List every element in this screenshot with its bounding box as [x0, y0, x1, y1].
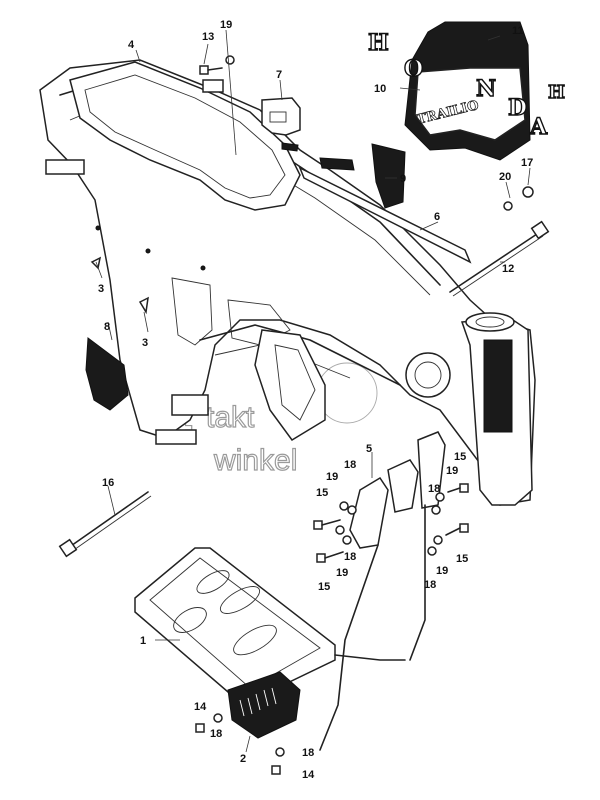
callout-6: 6 [434, 211, 440, 223]
callout-20: 20 [499, 171, 511, 183]
letter-a: A [529, 114, 548, 140]
strip-part-6 [298, 166, 472, 264]
callout-14-b: 14 [302, 769, 315, 781]
floor-plate-part-1 [134, 547, 406, 701]
callout-2: 2 [240, 753, 246, 765]
callout-18-b: 18 [344, 551, 356, 563]
small-plate [319, 157, 355, 171]
callout-18-f: 18 [302, 747, 314, 759]
callout-19-b: 19 [326, 471, 338, 483]
callout-15-a: 15 [316, 487, 328, 499]
callout-19-d: 19 [446, 465, 458, 477]
callout-18-e: 18 [210, 728, 222, 740]
letter-o: O [404, 56, 423, 82]
callout-18-c: 18 [428, 483, 440, 495]
plate-part-9 [371, 143, 406, 209]
watermark-word-winkel: winkel [213, 444, 297, 477]
callout-11: 11 [512, 25, 524, 37]
callout-7: 7 [276, 69, 282, 81]
callout-10: 10 [374, 83, 386, 95]
callout-18-a: 18 [344, 459, 356, 471]
callout-1: 1 [140, 635, 146, 647]
tiny-plate [281, 142, 299, 152]
callout-16: 16 [102, 477, 114, 489]
cone-part-3b [138, 296, 149, 315]
callout-13: 13 [202, 31, 214, 43]
callout-8: 8 [104, 321, 110, 333]
callout-17: 17 [521, 157, 533, 169]
letter-h: H [368, 30, 389, 56]
callout-15-c: 15 [454, 451, 466, 463]
callout-4: 4 [128, 39, 135, 51]
leader-lines [95, 29, 531, 753]
callout-3a: 3 [98, 283, 104, 295]
bracket-part-7 [261, 97, 301, 136]
fasteners [195, 55, 534, 775]
callout-3b: 3 [142, 337, 148, 349]
bolt-part-16 [58, 491, 152, 558]
bolt-part-12 [449, 220, 550, 297]
callout-5: 5 [366, 443, 372, 455]
main-frame [39, 59, 536, 506]
emblem-badge: TRAILIO [404, 21, 531, 161]
letter-h2: H [548, 82, 565, 103]
callout-numbers: 4 13 19 7 10 11 9 6 20 17 12 3 3 8 16 5 … [98, 19, 533, 781]
callout-18-d: 18 [424, 579, 436, 591]
callout-19-top: 19 [220, 19, 232, 31]
callout-14-a: 14 [194, 701, 207, 713]
guard-part-2 [227, 671, 301, 739]
letter-d: D [508, 95, 527, 121]
watermark-word-takt: takt [206, 401, 255, 434]
honda-letters: H O N D A H [367, 29, 565, 140]
callout-19-e: 19 [436, 565, 448, 577]
callout-12: 12 [502, 263, 514, 275]
plate-part-8 [85, 337, 129, 411]
callout-15-d: 15 [456, 553, 468, 565]
callout-9: 9 [400, 173, 406, 185]
letter-n: N [476, 76, 496, 102]
callout-19-c: 19 [336, 567, 348, 579]
footrest-bracket-part-5 [319, 431, 446, 751]
callout-15-b: 15 [318, 581, 330, 593]
